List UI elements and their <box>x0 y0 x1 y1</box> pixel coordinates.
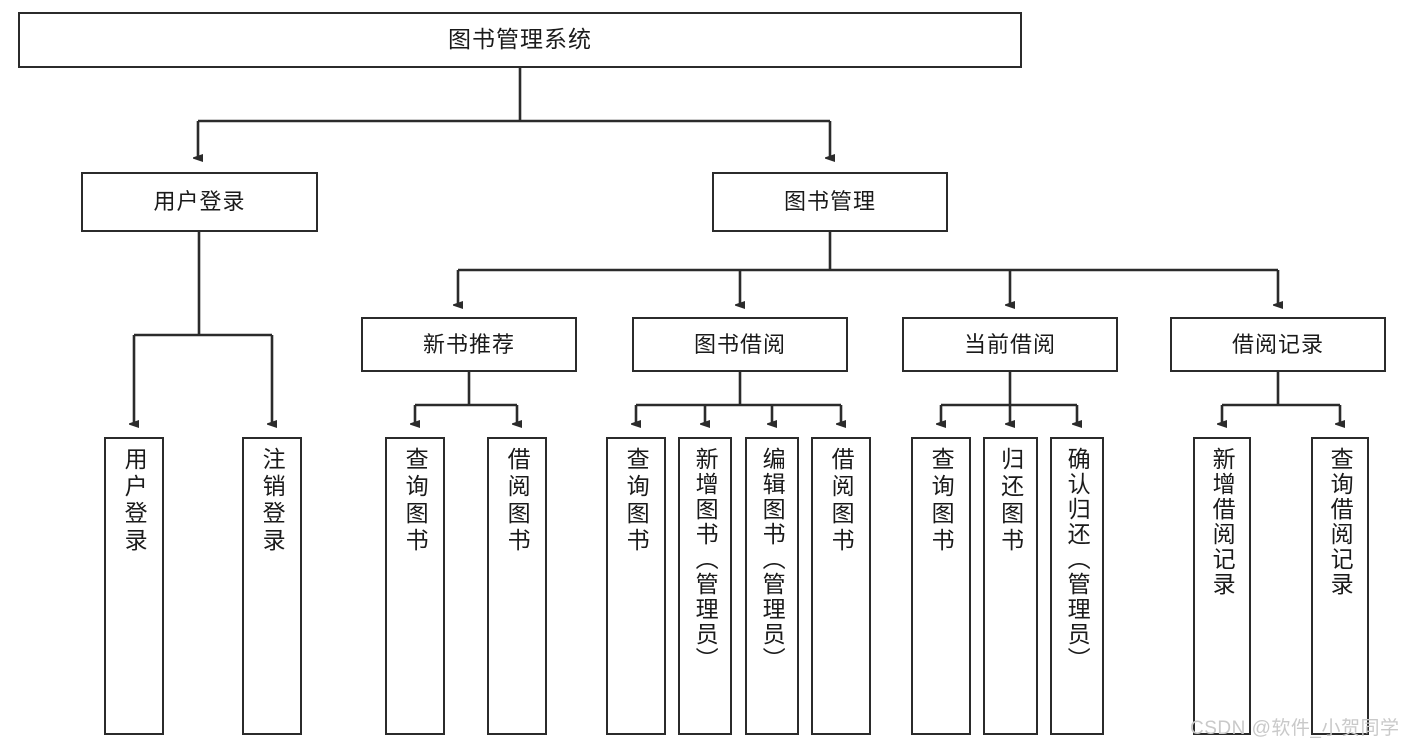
node-label: 查询图书 <box>402 447 429 555</box>
node-label: 新增图书（管理员） <box>692 447 719 672</box>
node-label: 借阅记录 <box>1231 331 1324 357</box>
node-label: 新增借阅记录 <box>1209 447 1236 597</box>
csdn-watermark: CSDN @软件_小贺同学 <box>1190 718 1400 739</box>
leaf-return-book[interactable]: 归还图书 <box>983 437 1038 735</box>
node-label: 图书借阅 <box>693 331 786 357</box>
node-label: 查询图书 <box>928 447 955 555</box>
node-label: 图书管理系统 <box>448 26 592 53</box>
node-book-management[interactable]: 图书管理 <box>712 172 948 232</box>
node-label: 图书管理 <box>783 189 876 215</box>
node-label: 借阅图书 <box>504 447 531 555</box>
leaf-query-book-recommend[interactable]: 查询图书 <box>385 437 445 735</box>
leaf-user-login[interactable]: 用户登录 <box>104 437 164 735</box>
node-label: 当前借阅 <box>963 331 1056 357</box>
leaf-add-borrow-record[interactable]: 新增借阅记录 <box>1193 437 1251 735</box>
leaf-query-book-current[interactable]: 查询图书 <box>911 437 971 735</box>
node-label: 查询图书 <box>623 447 650 555</box>
node-borrow-record[interactable]: 借阅记录 <box>1170 317 1386 372</box>
node-label: 新书推荐 <box>422 331 515 357</box>
node-label: 用户登录 <box>153 189 246 215</box>
node-label: 借阅图书 <box>828 447 855 555</box>
leaf-query-borrow-record[interactable]: 查询借阅记录 <box>1311 437 1369 735</box>
leaf-borrow-book[interactable]: 借阅图书 <box>811 437 871 735</box>
node-book-borrow[interactable]: 图书借阅 <box>632 317 848 372</box>
node-user-login[interactable]: 用户登录 <box>81 172 318 232</box>
leaf-confirm-return-admin[interactable]: 确认归还（管理员） <box>1050 437 1104 735</box>
node-label: 编辑图书（管理员） <box>759 447 786 672</box>
node-current-borrow[interactable]: 当前借阅 <box>902 317 1118 372</box>
node-label: 注销登录 <box>259 447 286 555</box>
node-root-system[interactable]: 图书管理系统 <box>18 12 1022 68</box>
leaf-logout-login[interactable]: 注销登录 <box>242 437 302 735</box>
leaf-edit-book-admin[interactable]: 编辑图书（管理员） <box>745 437 799 735</box>
node-new-book-recommend[interactable]: 新书推荐 <box>361 317 577 372</box>
node-label: 用户登录 <box>121 447 148 555</box>
node-label: 归还图书 <box>997 447 1024 555</box>
node-label: 确认归还（管理员） <box>1064 447 1091 672</box>
leaf-add-book-admin[interactable]: 新增图书（管理员） <box>678 437 732 735</box>
leaf-borrow-book-recommend[interactable]: 借阅图书 <box>487 437 547 735</box>
leaf-query-book-borrow[interactable]: 查询图书 <box>606 437 666 735</box>
node-label: 查询借阅记录 <box>1327 447 1354 597</box>
